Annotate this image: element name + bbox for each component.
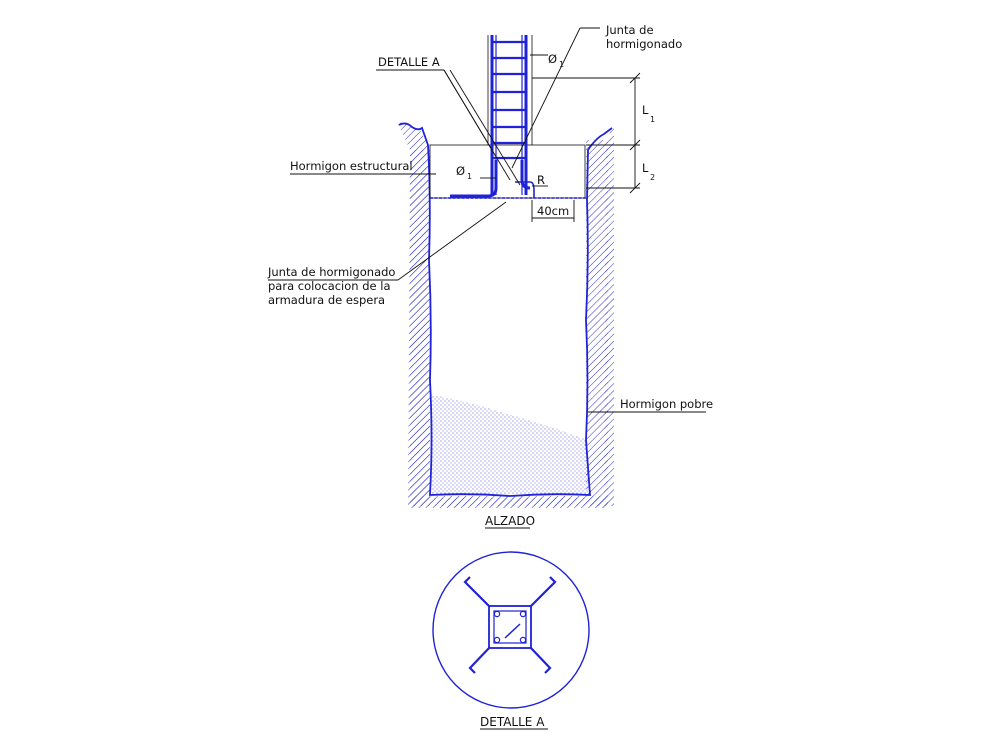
hormigon-pobre-label: Hormigon pobre	[620, 397, 713, 411]
phi1-bottom-label: Ø	[456, 164, 465, 178]
l1-label: L	[642, 103, 649, 117]
phi1-top-subscript: 1	[559, 60, 564, 69]
rebar-cage	[450, 35, 535, 198]
l2-subscript: 2	[650, 173, 655, 182]
detail-a-plan	[432, 551, 590, 709]
dim-40cm-label: 40cm	[537, 204, 569, 218]
hormigon-estructural-label: Hormigon estructural	[290, 159, 413, 173]
radius-label: R	[537, 173, 545, 187]
l1-subscript: 1	[650, 115, 655, 124]
pile-body	[429, 144, 586, 199]
alzado-title: ALZADO	[485, 514, 535, 528]
phi1-top-label: Ø	[548, 52, 557, 66]
junta-top-label-line1: Junta de	[605, 23, 654, 37]
hormigon-pobre-fill	[432, 395, 588, 494]
l2-label: L	[642, 161, 649, 175]
junta-bottom-label-line1: Junta de hormigonado	[267, 265, 395, 279]
detalle-a-title: DETALLE A	[480, 715, 545, 729]
detalle-a-callout-label: DETALLE A	[378, 55, 440, 69]
annotation-lines	[268, 27, 706, 413]
junta-bottom-label-line3: armadura de espera	[268, 293, 385, 307]
junta-top-label-line2: hormigonado	[606, 37, 682, 51]
phi1-bottom-subscript: 1	[467, 172, 472, 181]
soil-hatch	[398, 122, 614, 508]
excavation-outline	[398, 122, 613, 497]
junta-bottom-label-line2: para colocacion de la	[268, 279, 391, 293]
